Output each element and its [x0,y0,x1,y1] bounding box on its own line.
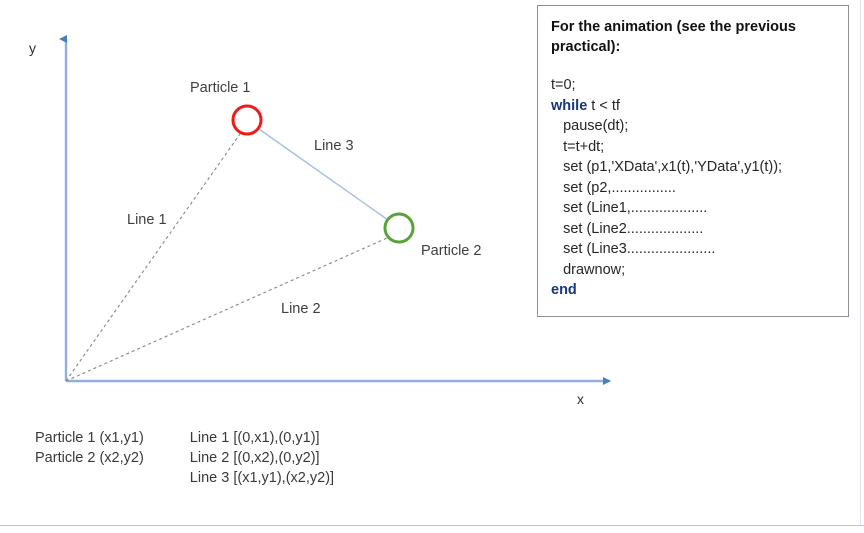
line-3-label: Line 3 [314,138,354,154]
code-line: set (p1,'XData',x1(t),'YData',y1(t)); [551,159,783,175]
code-line: pause(dt); [551,118,629,134]
code-text: t < tf [587,97,620,114]
particle-2-label: Particle 2 [421,243,482,259]
legend: Particle 1 (x1,y1) Particle 2 (x2,y2) Li… [35,428,334,488]
code-heading: For the animation (see the previous prac… [551,19,796,55]
line-1-label: Line 1 [127,212,167,228]
particle-1-label: Particle 1 [190,80,251,96]
code-line: set (Line1,................... [551,200,708,216]
page-bottom-divider [0,525,864,526]
code-line: set (Line3...................... [551,241,716,257]
code-line: t=0; [551,77,576,93]
x-axis-label: x [577,391,584,407]
legend-item: Line 2 [(0,x2),(0,y2)] [189,450,320,466]
code-keyword: while [551,97,588,114]
legend-item: Particle 2 (x2,y2) [35,450,144,466]
code-line: set (p2,................ [551,179,676,196]
line-2-label: Line 2 [281,301,321,317]
code-callout-box: For the animation (see the previous prac… [537,5,849,317]
particle-2-marker [383,212,415,244]
code-line: set (Line2................... [551,220,704,237]
legend-column-particles: Particle 1 (x1,y1) Particle 2 (x2,y2) [35,428,144,488]
code-keyword: end [551,282,577,298]
particle-1-marker [231,104,263,136]
legend-item: Particle 1 (x1,y1) [35,430,144,446]
code-listing: t=0; while t < tf pause(dt); t=t+dt; set … [551,75,836,301]
line-1-segment [65,133,241,382]
y-axis-label: y [29,40,36,56]
page-right-divider [860,0,861,525]
code-line: end [551,280,836,301]
legend-column-lines: Line 1 [(0,x1),(0,y1)] Line 2 [(0,x2),(0… [190,428,334,488]
line-3-segment [258,128,389,221]
code-line: t=t+dt; [551,138,605,155]
legend-item: Line 1 [(0,x1),(0,y1)] [189,430,320,446]
code-line: drawnow; [551,261,626,278]
line-2-segment [65,237,388,382]
code-line: while t < tf [551,96,836,117]
legend-item: Line 3 [(x1,y1),(x2,y2)] [189,470,335,486]
